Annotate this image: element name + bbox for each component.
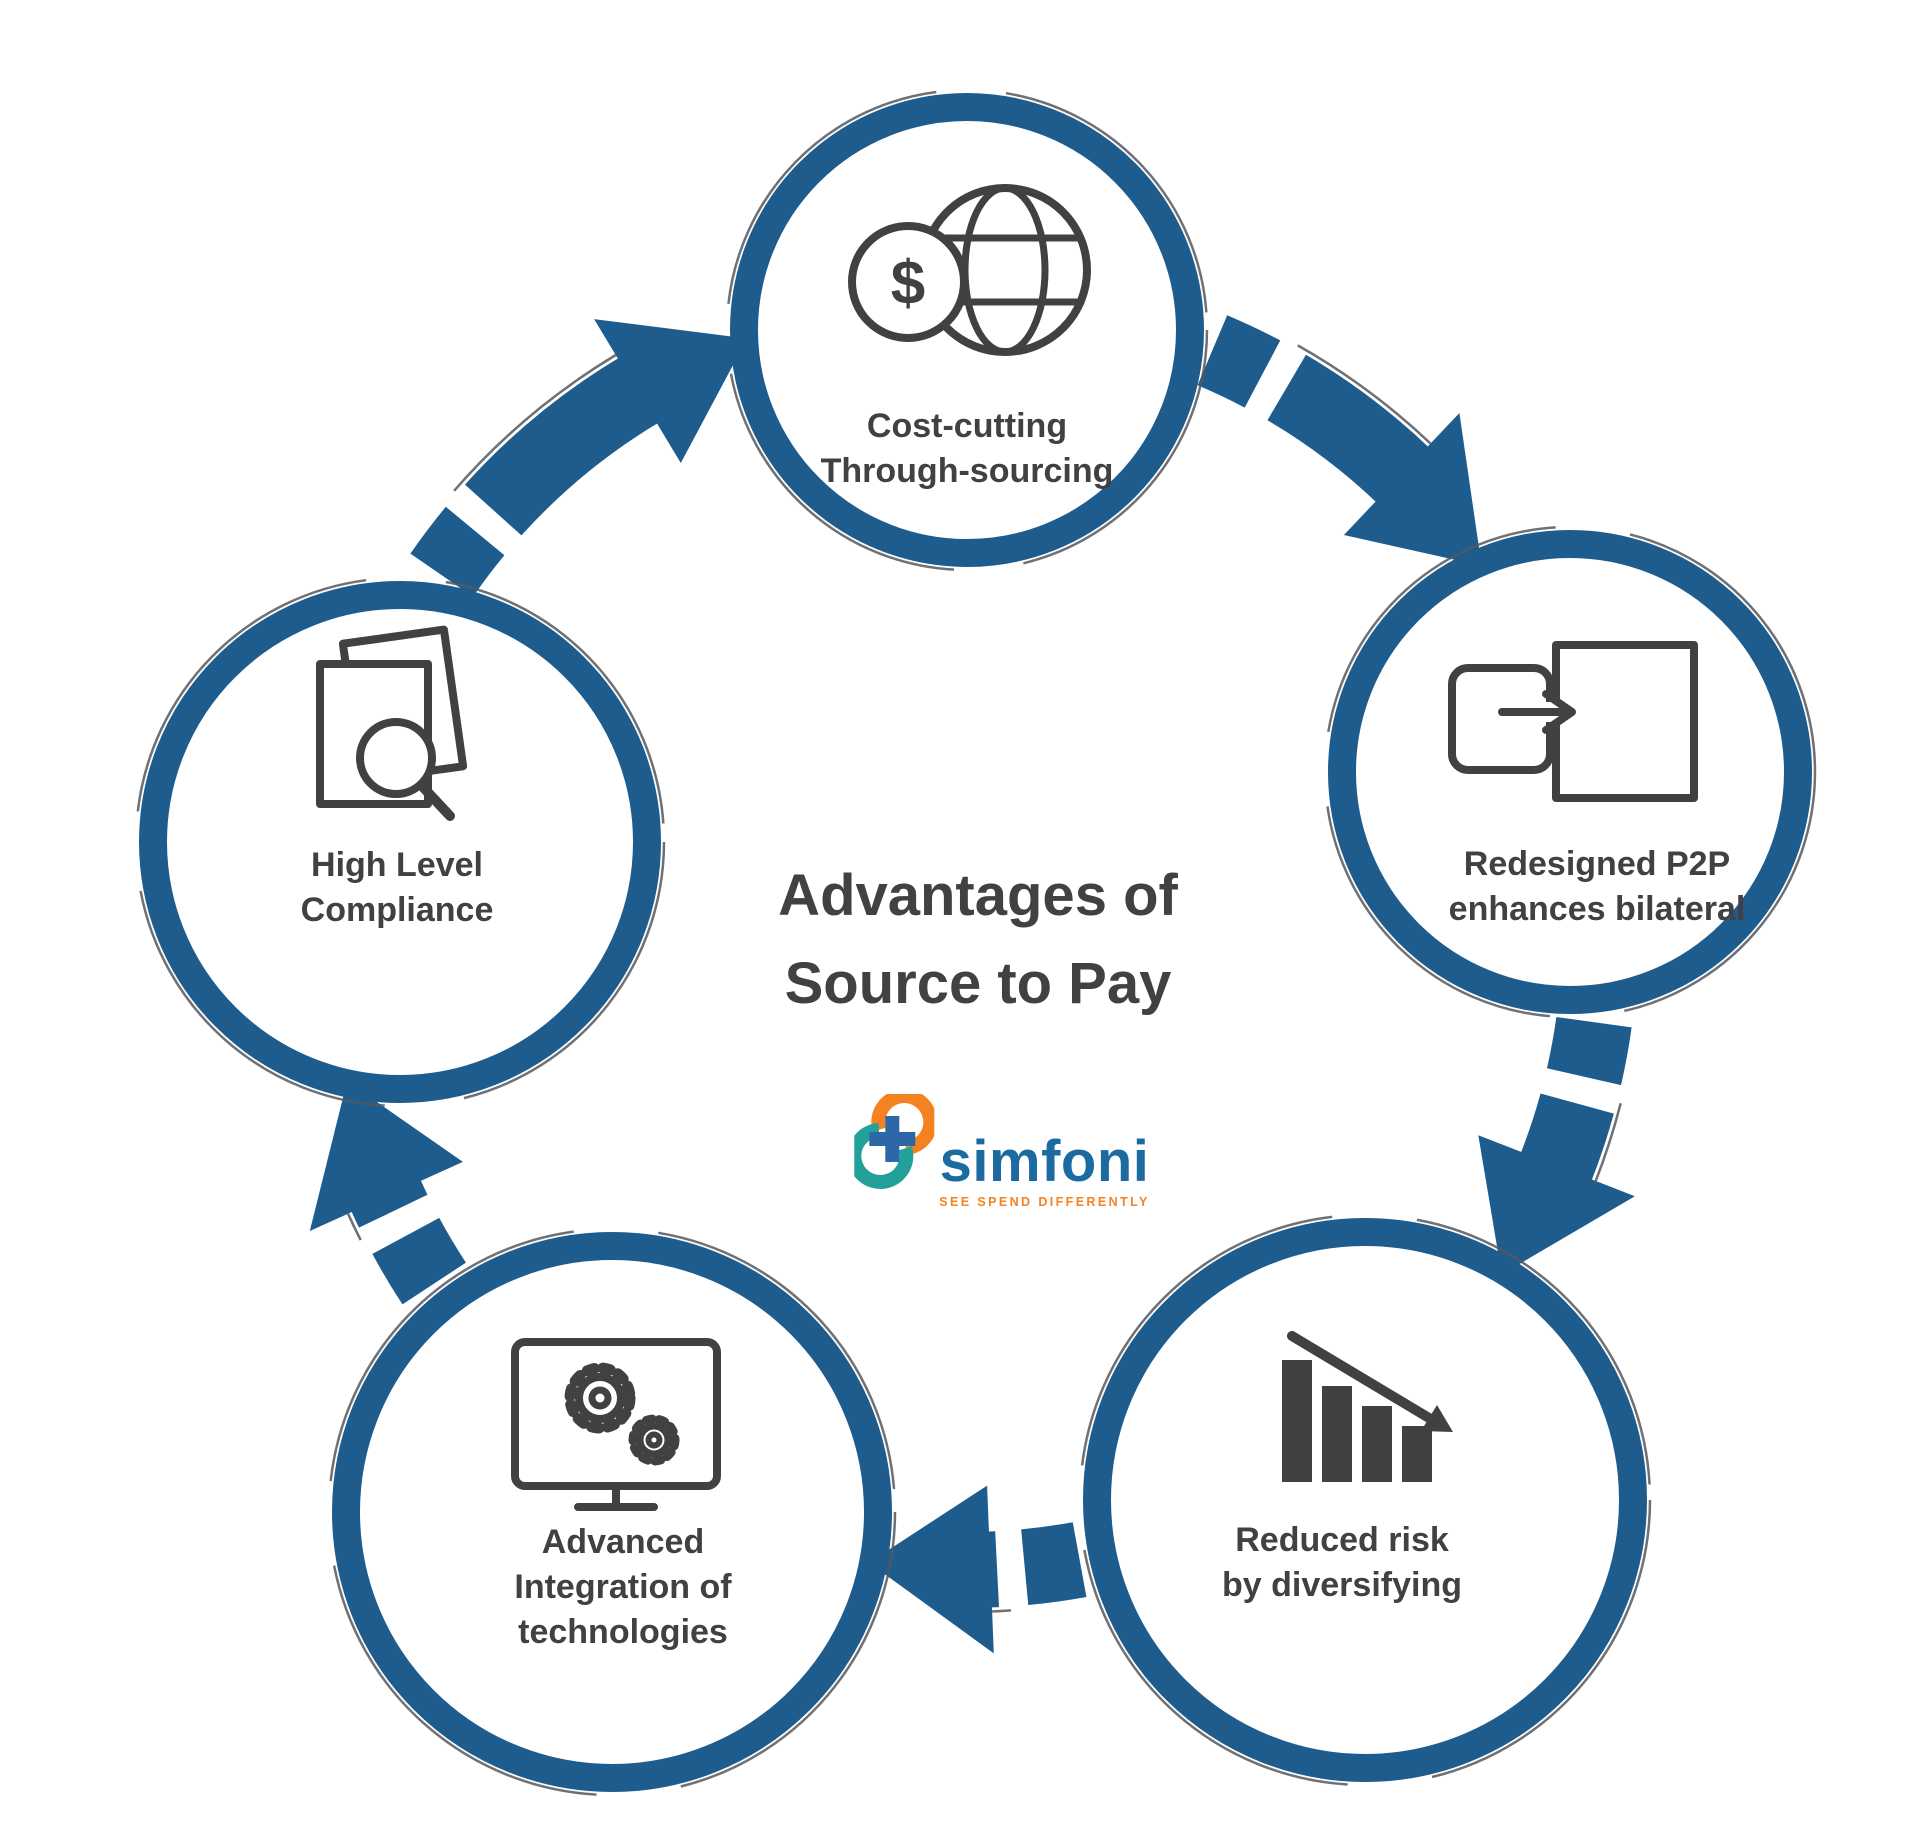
documents-magnifier-icon — [316, 625, 468, 821]
circle-top-sketch-outline — [725, 88, 1209, 572]
flow-arrow-segment — [1546, 1016, 1632, 1086]
logo-plus-icon — [869, 1116, 916, 1162]
circle-top — [730, 93, 1204, 567]
label-redesigned-p2p: Redesigned P2P enhances bilateral — [1449, 842, 1746, 932]
label-line: Through-sourcing — [820, 452, 1114, 490]
label-line: Reduced risk — [1235, 1521, 1449, 1559]
simfoni-logo-mark — [854, 1094, 935, 1189]
globe-dollar-icon: $ — [848, 184, 1091, 356]
flow-arrow-segment — [1197, 315, 1281, 408]
node-icons: $ — [316, 184, 1698, 1511]
flow-arrow-segment — [346, 1213, 362, 1241]
logo-tagline: SEE SPEND DIFFERENTLY — [939, 1195, 1150, 1209]
flow-arrow-segment — [1594, 1102, 1622, 1182]
flow-arrow-segment — [410, 506, 505, 598]
document-transfer-icon — [1448, 641, 1698, 802]
flow-arrow-segment — [1297, 344, 1432, 445]
flow-arrows — [309, 315, 1635, 1654]
circle-left-sketch-outline — [134, 576, 666, 1108]
flow-arrow-segment — [453, 353, 617, 492]
label-line: Advanced — [541, 1523, 705, 1561]
flow-arrow-segment — [1519, 1093, 1614, 1185]
label-line: Compliance — [300, 891, 494, 929]
circle-bottom-right-sketch-outline — [1078, 1213, 1652, 1787]
label-line: by diversifying — [1222, 1566, 1462, 1604]
label-line: technologies — [518, 1613, 728, 1651]
dollar-glyph: $ — [891, 249, 925, 318]
circle-bottom-left-sketch-outline — [327, 1227, 897, 1797]
flow-arrow-segment — [372, 1217, 467, 1305]
flow-arrow-segment — [1020, 1522, 1087, 1606]
title-line-1: Advantages of — [778, 863, 1178, 928]
declining-bar-chart-icon — [1282, 1331, 1453, 1482]
logo-teal-ring — [854, 1123, 914, 1189]
flow-arrow-segment — [1267, 354, 1433, 506]
label-line: High Level — [311, 846, 483, 884]
circle-right-sketch-outline — [1323, 525, 1817, 1019]
label-line: enhances bilateral — [1448, 890, 1746, 928]
flow-arrow-segment — [464, 355, 662, 536]
flow-arrow-segment — [1343, 413, 1482, 566]
flow-arrow-segment — [594, 319, 748, 463]
logo-text: simfoni SEE SPEND DIFFERENTLY — [939, 1129, 1150, 1209]
monitor-gears-icon — [511, 1338, 721, 1511]
label-cost-cutting: Cost-cutting Through-sourcing — [821, 404, 1114, 494]
logo-wordmark: simfoni — [939, 1129, 1150, 1195]
circle-bottom-left — [332, 1232, 892, 1792]
logo-orange-ring — [871, 1094, 935, 1155]
label-advanced-integration: Advanced Integration of technologies — [514, 1520, 731, 1655]
flow-arrow-segment — [992, 1609, 1012, 1613]
flow-arrow-segment — [1478, 1135, 1635, 1275]
label-reduced-risk: Reduced risk by diversifying — [1222, 1518, 1462, 1608]
label-line: Redesigned P2P — [1463, 845, 1731, 883]
flow-arrow-segment — [868, 1485, 994, 1654]
circle-bottom-right — [1083, 1218, 1647, 1782]
flow-arrow-segment — [309, 1081, 463, 1231]
page-title: Advantages of Source to Pay — [778, 852, 1178, 1028]
simfoni-logo: simfoni SEE SPEND DIFFERENTLY — [854, 1094, 1149, 1209]
circle-left — [139, 581, 661, 1103]
title-line-2: Source to Pay — [784, 951, 1172, 1016]
label-high-level-compliance: High Level Compliance — [301, 843, 494, 933]
label-line: Integration of — [514, 1568, 732, 1606]
label-line: Cost-cutting — [866, 407, 1068, 445]
